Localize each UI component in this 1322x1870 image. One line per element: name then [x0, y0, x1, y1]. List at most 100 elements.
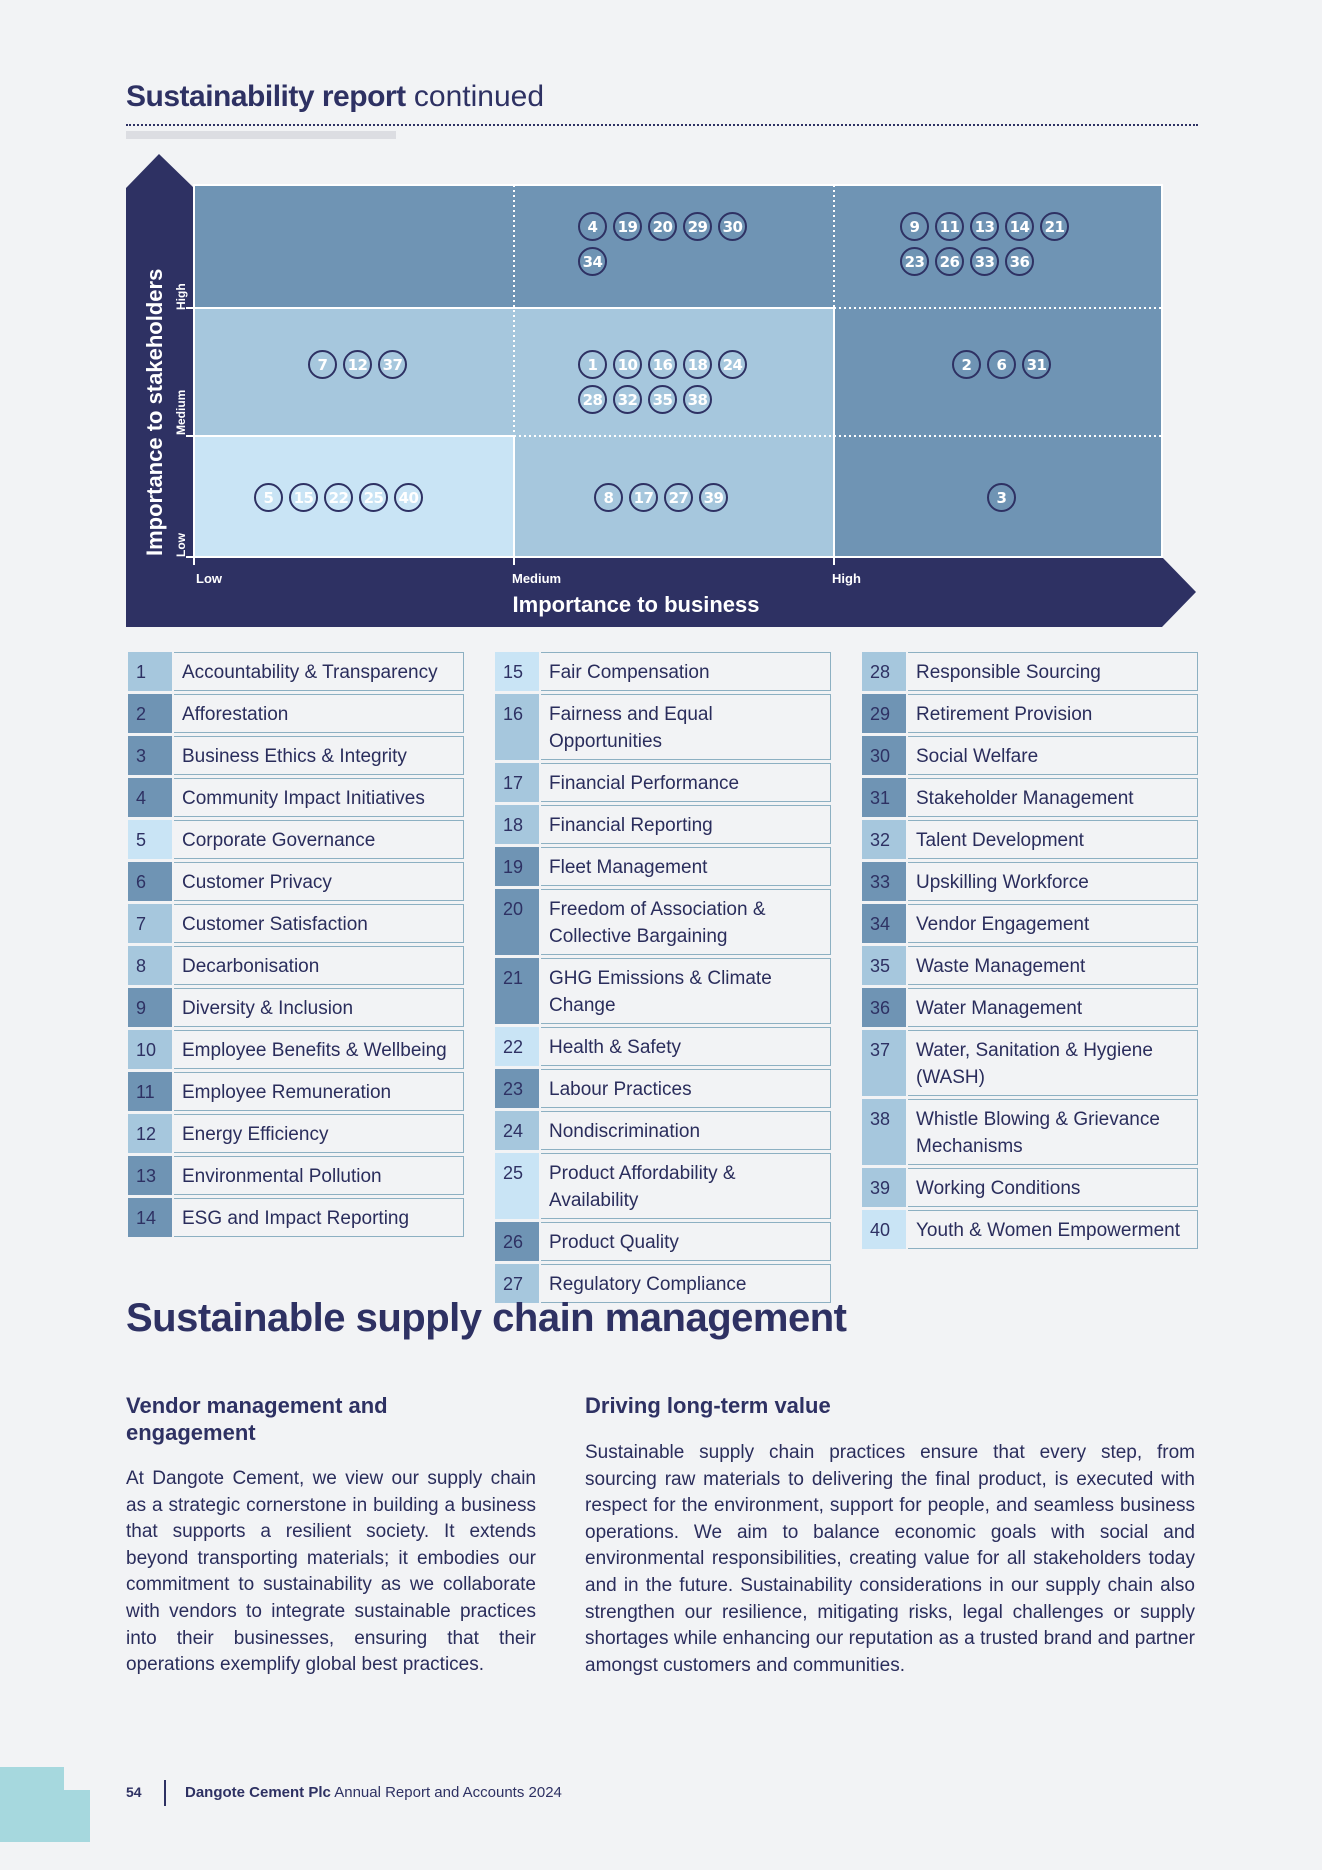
legend-number: 18 [495, 805, 539, 844]
topic-bubble: 33 [970, 247, 999, 276]
legend-topic: Social Welfare [908, 736, 1198, 775]
legend-topic: Financial Performance [541, 763, 831, 802]
topic-bubble: 26 [935, 247, 964, 276]
legend-number: 15 [495, 652, 539, 691]
legend-number: 27 [495, 1264, 539, 1303]
topic-bubble: 40 [394, 483, 423, 512]
legend-number: 40 [862, 1210, 906, 1249]
header-divider [126, 124, 1198, 126]
topic-bubble: 15 [289, 483, 318, 512]
header-title: Sustainability report [126, 80, 406, 113]
legend-topic: GHG Emissions & Climate Change [541, 958, 831, 1024]
topic-bubble: 34 [578, 247, 607, 276]
legend-number: 17 [495, 763, 539, 802]
y-level-high: High [174, 283, 188, 310]
legend-topic: Water, Sanitation & Hygiene (WASH) [908, 1030, 1198, 1096]
legend-topic: Decarbonisation [174, 946, 464, 985]
legend-topic: Youth & Women Empowerment [908, 1210, 1198, 1249]
legend-number: 21 [495, 958, 539, 1024]
topic-bubble: 16 [648, 350, 677, 379]
header-subtitle: continued [413, 80, 545, 113]
legend-topic: Customer Privacy [174, 862, 464, 901]
legend-number: 16 [495, 694, 539, 760]
footer-report: Annual Report and Accounts 2024 [334, 1784, 562, 1801]
topic-bubble: 27 [664, 483, 693, 512]
legend-number: 26 [495, 1222, 539, 1261]
page-number: 54 [126, 1784, 142, 1800]
topic-bubble: 24 [718, 350, 747, 379]
legend-topic: Energy Efficiency [174, 1114, 464, 1153]
topic-bubble: 30 [718, 212, 747, 241]
legend-topic: Nondiscrimination [541, 1111, 831, 1150]
footer-decor-block-top [0, 1767, 64, 1817]
left-heading: Vendor management and engagement [126, 1393, 388, 1445]
legend-number: 9 [128, 988, 172, 1027]
topic-bubble: 23 [900, 247, 929, 276]
legend-topic: Afforestation [174, 694, 464, 733]
materiality-matrix: Importance to stakeholders High Medium L… [126, 152, 1196, 627]
legend-topic: Responsible Sourcing [908, 652, 1198, 691]
topic-bubble: 21 [1040, 212, 1069, 241]
legend-topic: Waste Management [908, 946, 1198, 985]
legend-topic: Freedom of Association & Collective Barg… [541, 889, 831, 955]
legend-number: 14 [128, 1198, 172, 1237]
footer-text: Dangote Cement Plc Annual Report and Acc… [185, 1784, 562, 1801]
topic-bubble: 1 [578, 350, 607, 379]
legend-topic: Diversity & Inclusion [174, 988, 464, 1027]
topic-bubble: 20 [648, 212, 677, 241]
legend-number: 31 [862, 778, 906, 817]
legend-number: 34 [862, 904, 906, 943]
legend-topic: Health & Safety [541, 1027, 831, 1066]
legend-number: 2 [128, 694, 172, 733]
legend-topic: ESG and Impact Reporting [174, 1198, 464, 1237]
y-level-low: Low [174, 533, 188, 557]
legend-number: 19 [495, 847, 539, 886]
legend-row: 24 Nondiscrimination [495, 1111, 831, 1150]
topic-bubble: 12 [343, 350, 372, 379]
legend-topic: Employee Remuneration [174, 1072, 464, 1111]
page-header: Sustainability report continued [126, 80, 544, 114]
legend-number: 7 [128, 904, 172, 943]
header-accent-bar [126, 131, 396, 139]
legend-number: 6 [128, 862, 172, 901]
topic-bubble: 17 [629, 483, 658, 512]
legend-number: 20 [495, 889, 539, 955]
legend-topic: Regulatory Compliance [541, 1264, 831, 1303]
legend-topic: Retirement Provision [908, 694, 1198, 733]
section-title: Sustainable supply chain management [126, 1296, 847, 1340]
legend-number: 24 [495, 1111, 539, 1150]
footer-separator [164, 1780, 166, 1806]
legend-topic: Customer Satisfaction [174, 904, 464, 943]
y-level-medium: Medium [174, 389, 188, 435]
topic-bubble: 11 [935, 212, 964, 241]
y-axis-title: Importance to stakeholders [142, 268, 167, 556]
topic-bubble: 3 [987, 483, 1016, 512]
legend-number: 8 [128, 946, 172, 985]
legend-topic: Fair Compensation [541, 652, 831, 691]
topic-bubble: 28 [578, 385, 607, 414]
topic-bubble: 38 [683, 385, 712, 414]
legend-topic: Fleet Management [541, 847, 831, 886]
legend-topic: Working Conditions [908, 1168, 1198, 1207]
legend-topic: Product Affordability & Availability [541, 1153, 831, 1219]
